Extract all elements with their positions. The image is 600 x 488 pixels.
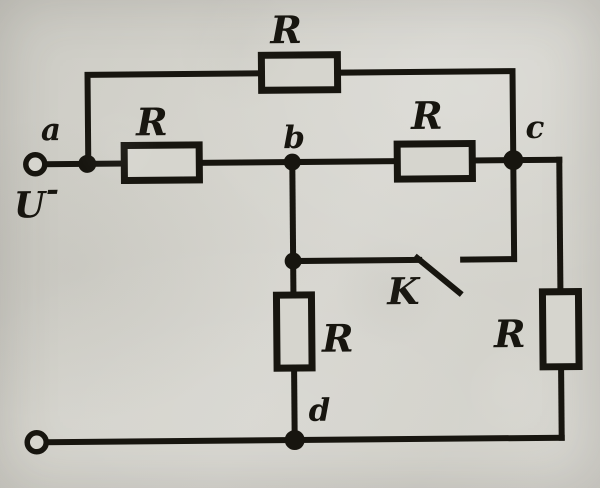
label-resistor-bd: R (321, 316, 354, 361)
label-node-d: d (308, 393, 330, 429)
resistor-bc-box (393, 139, 476, 183)
wire-top-right-down-to-c (334, 68, 517, 162)
wire-b-to-r2 (290, 158, 401, 166)
label-node-a: a (41, 112, 61, 148)
resistor-bd-box (272, 291, 316, 372)
label-resistor-cd: R (493, 311, 526, 356)
wire-right-branch-lower (558, 362, 565, 441)
node-a-dot (78, 154, 97, 173)
wire-r-mid-to-d (291, 364, 298, 444)
resistor-top-box (257, 51, 342, 94)
wire-b-down (289, 159, 297, 265)
wire-right-branch-upper (556, 156, 564, 296)
label-source-voltage: U (14, 184, 48, 226)
label-resistor-top: R (269, 7, 302, 52)
wire-a-up-top-left (84, 70, 265, 165)
wire-r1-to-b (195, 159, 297, 166)
switch-junction-dot (284, 252, 302, 270)
node-c-dot (503, 150, 524, 171)
label-resistor-bc: R (410, 93, 443, 138)
terminal-bottom-circle (24, 430, 49, 455)
label-source-voltage-mark: - (46, 172, 59, 208)
label-node-b: b (283, 120, 305, 156)
label-switch-k: K (386, 269, 421, 313)
resistor-cd-box (538, 288, 583, 371)
terminal-top-circle (23, 152, 48, 177)
resistor-ab-box (120, 141, 203, 185)
wire-switch-fixed-contact-to-c (460, 157, 518, 263)
label-resistor-ab: R (135, 99, 168, 144)
label-node-c: c (525, 110, 544, 146)
switch-blade (412, 253, 464, 297)
node-d-dot (284, 430, 305, 451)
wire-switch-left (290, 256, 423, 265)
node-b-dot (283, 153, 301, 171)
